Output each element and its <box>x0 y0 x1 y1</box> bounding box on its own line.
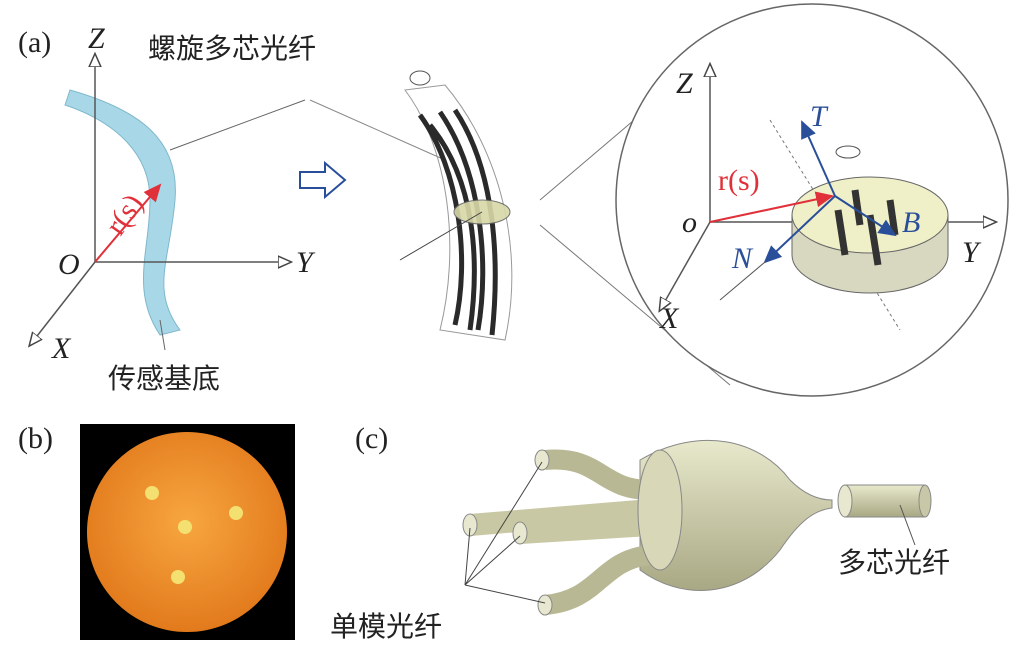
zoomed-cross-section <box>615 3 1009 397</box>
multicore-fiber-segment <box>309 29 741 386</box>
leader-line <box>169 99 306 151</box>
left-coordinate-system <box>30 55 306 351</box>
tangent-label: T <box>810 100 829 133</box>
binormal-label: B <box>902 206 920 239</box>
y-label: Y <box>296 246 316 279</box>
panel-c-tag: (c) <box>355 422 388 455</box>
zoom-vector-label: r(s) <box>718 164 760 197</box>
x-axis <box>30 261 96 345</box>
zoom-z-label: Z <box>676 67 693 100</box>
panel-a-tag: (a) <box>18 26 51 59</box>
helical-fiber-label: 螺旋多芯光纤 <box>148 32 316 65</box>
fiber-cross-section-image <box>80 424 295 640</box>
position-vector <box>94 183 162 263</box>
zoom-x-label: X <box>659 302 680 335</box>
origin-label: O <box>58 248 80 281</box>
z-label: Z <box>88 22 105 55</box>
vector-label: r(s) <box>99 188 150 241</box>
core <box>171 570 185 584</box>
multicore-fiber-label: 多芯光纤 <box>838 546 950 579</box>
single-mode-fiber-label: 单模光纤 <box>330 610 442 643</box>
leader-line <box>159 319 166 351</box>
core <box>178 520 192 534</box>
panel-b-tag: (b) <box>18 422 53 455</box>
zoom-origin-label: o <box>682 206 697 239</box>
core <box>229 506 243 520</box>
core <box>145 486 159 500</box>
sensing-substrate-ribbon <box>64 89 181 336</box>
fan-out-device <box>462 439 932 616</box>
transition-arrow-icon <box>299 160 347 200</box>
x-label: X <box>51 332 72 365</box>
substrate-label: 传感基底 <box>108 362 220 395</box>
zoom-y-label: Y <box>962 236 982 269</box>
normal-label: N <box>731 242 754 275</box>
